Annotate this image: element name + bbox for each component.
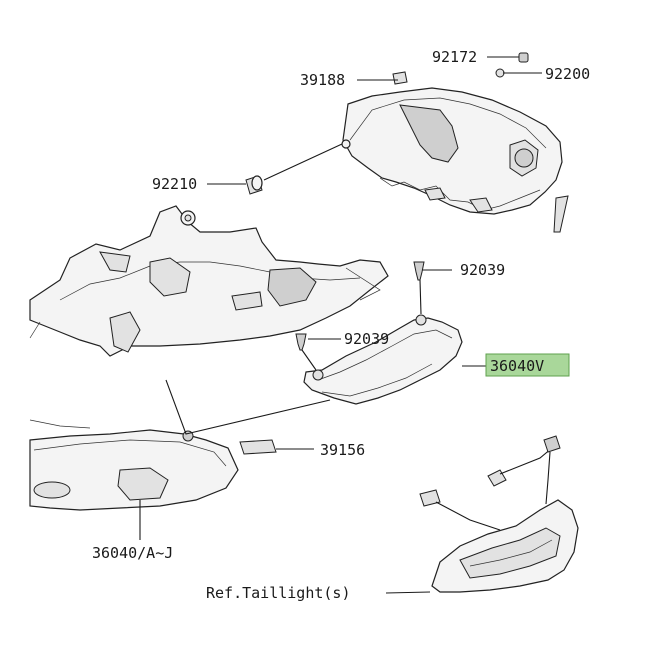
label-36040-a-j[interactable]: 36040/A~J <box>92 544 173 562</box>
rear-cover-part[interactable] <box>29 419 239 511</box>
label-36040v[interactable]: 36040V <box>490 357 544 375</box>
label-ref-taillight[interactable]: Ref.Taillight(s) <box>206 584 351 602</box>
bushing-92210-part[interactable] <box>245 175 263 195</box>
part-labels: 92172 92200 39188 92210 92039 92039 3604… <box>92 48 590 602</box>
highlight-box-36040v <box>485 353 570 377</box>
trim-36040v-part[interactable] <box>303 314 463 405</box>
pad-39156-part[interactable] <box>239 439 277 455</box>
pad-39188-part[interactable] <box>392 71 408 85</box>
label-92039-lower[interactable]: 92039 <box>344 330 389 348</box>
label-39188[interactable]: 39188 <box>300 71 345 89</box>
leader-lines <box>139 56 542 594</box>
washer-92200-part[interactable] <box>495 68 505 78</box>
bolt-92172-part[interactable] <box>518 52 529 63</box>
clip-92039-lower-part[interactable] <box>295 333 307 351</box>
clip-92039-upper-part[interactable] <box>413 261 425 281</box>
label-39156[interactable]: 39156 <box>320 441 365 459</box>
label-92200[interactable]: 92200 <box>545 65 590 83</box>
taillight-part[interactable] <box>419 435 579 593</box>
upper-cover-part[interactable] <box>341 87 569 233</box>
label-92210[interactable]: 92210 <box>152 175 197 193</box>
inner-panel-part[interactable] <box>29 205 389 357</box>
label-92039-upper[interactable]: 92039 <box>460 261 505 279</box>
label-92172[interactable]: 92172 <box>432 48 477 66</box>
